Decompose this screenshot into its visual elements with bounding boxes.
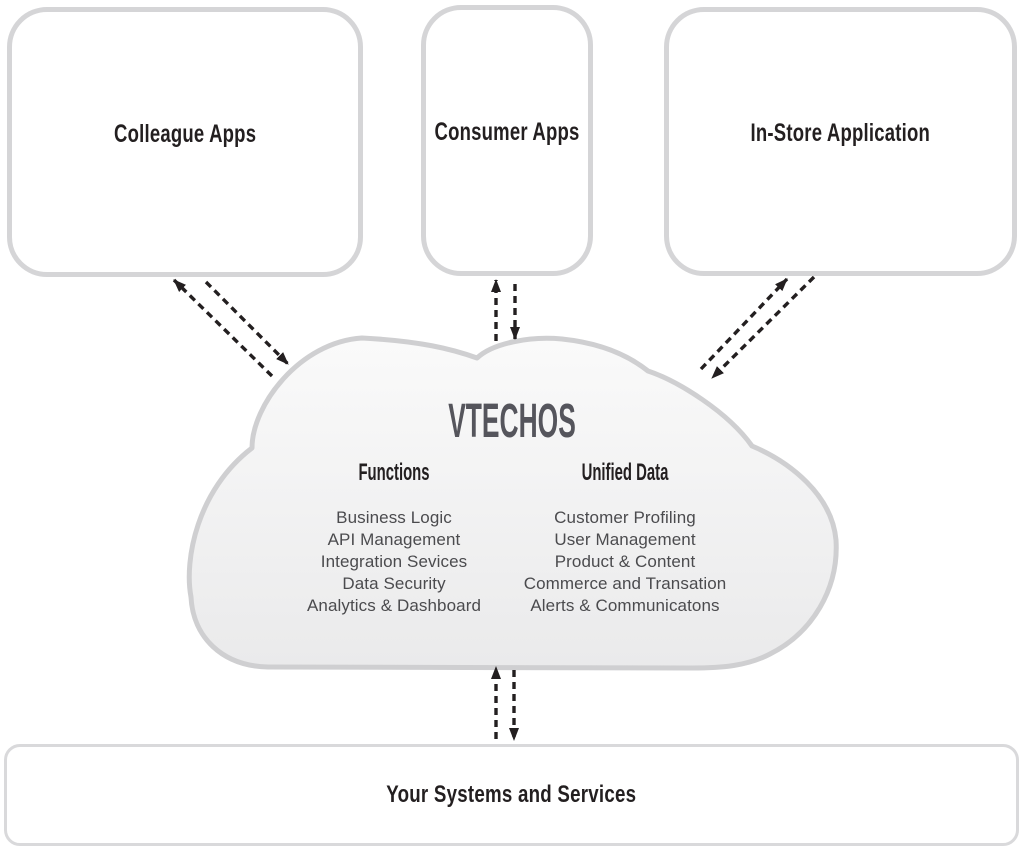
node-in-store-application-label: In-Store Application bbox=[750, 119, 931, 147]
list-item: Analytics & Dashboard bbox=[306, 596, 482, 615]
functions-list: Business Logic API Management Integratio… bbox=[259, 507, 529, 617]
list-item: Business Logic bbox=[336, 508, 452, 527]
functions-column-header: Functions bbox=[358, 459, 430, 486]
vtechos-cloud-shape bbox=[186, 335, 839, 671]
node-consumer-apps: Consumer Apps bbox=[421, 5, 593, 276]
list-item: User Management bbox=[554, 530, 696, 549]
unified-data-list: Customer Profiling User Management Produ… bbox=[490, 507, 760, 617]
arrow-cloud-to-colleague-icon bbox=[172, 278, 274, 378]
arrow-cloud-to-instore-icon bbox=[699, 277, 789, 371]
list-item: API Management bbox=[327, 530, 461, 549]
list-item: Alerts & Communicatons bbox=[530, 596, 720, 615]
list-item: Customer Profiling bbox=[554, 508, 696, 527]
unified-data-column-header: Unified Data bbox=[581, 459, 669, 486]
cloud-title: VTECHOS bbox=[448, 395, 576, 448]
list-item: Integration Sevices bbox=[320, 552, 468, 571]
node-your-systems-and-services: Your Systems and Services bbox=[4, 744, 1019, 846]
node-colleague-apps: Colleague Apps bbox=[7, 7, 363, 277]
node-in-store-application: In-Store Application bbox=[664, 7, 1017, 276]
node-consumer-apps-label: Consumer Apps bbox=[434, 118, 580, 146]
node-colleague-apps-label: Colleague Apps bbox=[113, 119, 257, 148]
list-item: Data Security bbox=[342, 574, 446, 593]
list-item: Commerce and Transation bbox=[523, 574, 727, 593]
arrow-instore-to-cloud-icon bbox=[710, 275, 816, 380]
arrow-colleague-to-cloud-icon bbox=[204, 280, 290, 366]
node-your-systems-label: Your Systems and Services bbox=[386, 781, 637, 808]
list-item: Product & Content bbox=[554, 552, 696, 571]
